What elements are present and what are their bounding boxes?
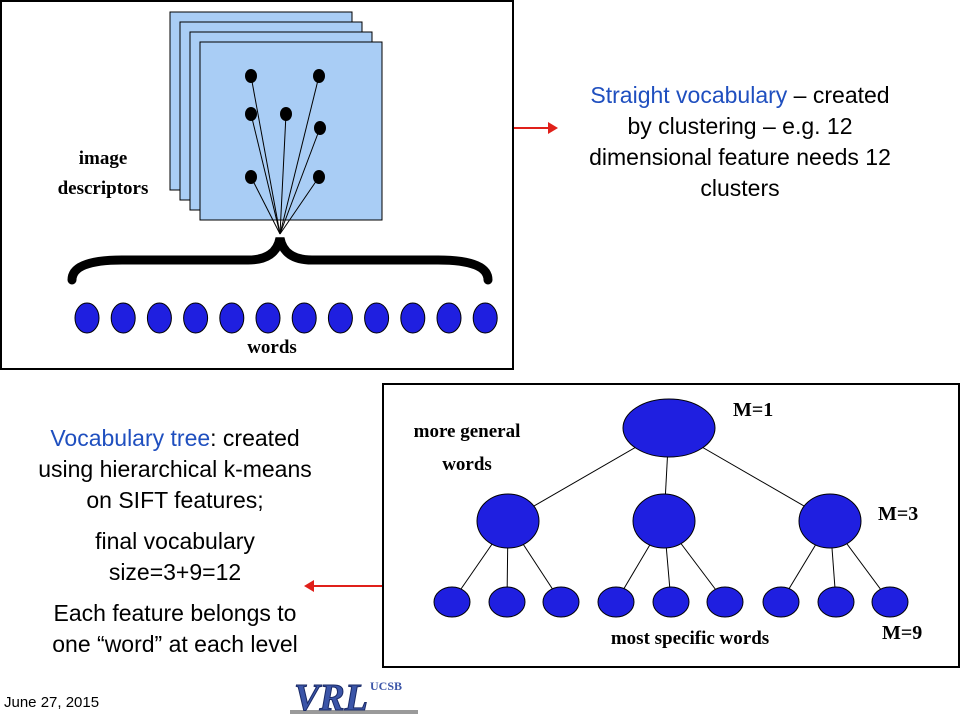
tree-leaf-node: [652, 586, 690, 618]
word-node: [110, 302, 136, 334]
tree-leaf-node: [871, 586, 909, 618]
vocabulary-tree-panel: more general words M=1 M=3 M=9 most spec…: [382, 383, 960, 668]
descriptor-point: [245, 69, 257, 83]
image-descriptors-label: image descriptors: [57, 148, 149, 199]
arrow-to-straight-text: [514, 122, 558, 134]
logo-main-text: VRL: [294, 677, 368, 718]
tree-level2-node: [798, 493, 862, 549]
word-node: [472, 302, 498, 334]
straight-vocabulary-term: Straight vocabulary: [590, 82, 788, 108]
tree-leaf-node: [817, 586, 855, 618]
straight-vocabulary-panel: image descriptors words: [0, 0, 514, 370]
descriptor-card-4: [199, 41, 383, 221]
word-node: [400, 302, 426, 334]
word-node: [327, 302, 353, 334]
descriptor-point: [314, 121, 326, 135]
tree-leaf-node: [762, 586, 800, 618]
word-node: [255, 302, 281, 334]
vocabulary-tree-diagram: [433, 398, 909, 618]
tree-leaf-node: [542, 586, 580, 618]
tree-leaf-node: [706, 586, 744, 618]
descriptor-point: [313, 170, 325, 184]
level-m9-label: M=9: [882, 622, 923, 644]
more-general-words-label: more general words: [413, 421, 521, 475]
straight-vocabulary-diagram: [67, 11, 498, 334]
footer-date: June 27, 2015: [4, 694, 100, 711]
word-node: [183, 302, 209, 334]
word-node: [74, 302, 100, 334]
descriptor-point: [245, 107, 257, 121]
word-node: [436, 302, 462, 334]
tree-leaf-node: [488, 586, 526, 618]
descriptor-point: [280, 107, 292, 121]
vocabulary-tree-term: Vocabulary tree: [50, 425, 211, 451]
tree-root-node: [622, 398, 716, 458]
level-m1-label: M=1: [733, 399, 774, 421]
grouping-brace: [67, 236, 493, 285]
logo-sub-text: UCSB: [370, 679, 402, 693]
vrl-logo: VRL UCSB: [288, 674, 420, 720]
arrow-to-tree-text: [304, 580, 384, 592]
vrl-logo-graphic: VRL UCSB: [290, 677, 418, 720]
straight-vocabulary-text: Straight vocabulary – created by cluster…: [589, 82, 891, 201]
descriptor-point: [245, 170, 257, 184]
descriptor-point: [313, 69, 325, 83]
tree-leaf-node: [597, 586, 635, 618]
tree-leaf-node: [433, 586, 471, 618]
word-node: [146, 302, 172, 334]
level-m3-label: M=3: [878, 503, 919, 525]
words-label: words: [247, 337, 297, 358]
vocabulary-tree-text: Vocabulary tree: created using hierarchi…: [38, 425, 312, 657]
word-node: [219, 302, 245, 334]
word-node: [364, 302, 390, 334]
word-node: [291, 302, 317, 334]
tree-level2-node: [632, 493, 696, 549]
most-specific-words-label: most specific words: [610, 628, 770, 649]
tree-level2-node: [476, 493, 540, 549]
